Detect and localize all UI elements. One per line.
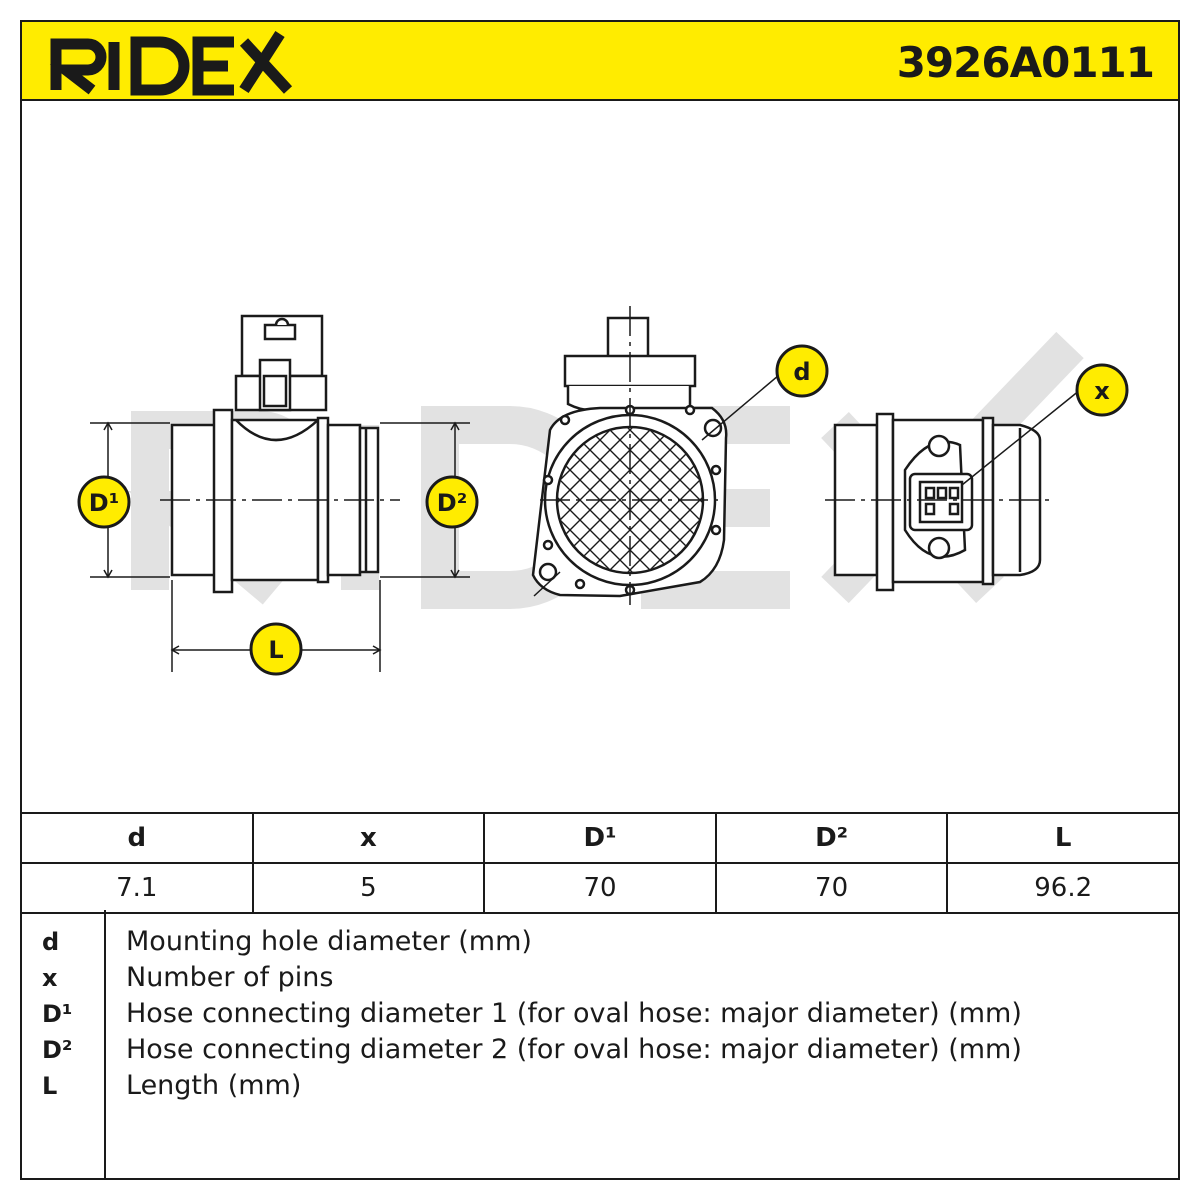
legend-key: D¹: [42, 1000, 73, 1028]
callout-d1: D¹: [77, 475, 131, 529]
spec-header-d: d: [20, 812, 254, 864]
spec-value-d: 7.1: [20, 862, 254, 914]
legend-desc: Hose connecting diameter 1 (for oval hos…: [126, 998, 1022, 1029]
spec-header-l: L: [946, 812, 1180, 864]
part-number: 3926A0111: [896, 38, 1155, 87]
legend-key: D²: [42, 1036, 73, 1064]
header-bar: 3926A0111: [20, 20, 1180, 101]
ridex-logo: [49, 31, 293, 96]
spec-value-d1: 70: [483, 862, 717, 914]
spec-table: d x D¹ D² L 7.1 5 70 70 96.2: [20, 812, 1180, 914]
side-view-dimensions: [90, 421, 470, 672]
callout-d2-label: D²: [437, 489, 467, 517]
legend-key: x: [42, 964, 58, 992]
callout-d-label: d: [793, 358, 810, 386]
spec-value-x: 5: [251, 862, 486, 914]
legend-key-column: [22, 910, 106, 1178]
spec-header-d1: D¹: [483, 812, 717, 864]
callout-d2: D²: [425, 475, 479, 529]
spec-value-row: 7.1 5 70 70 96.2: [20, 862, 1180, 914]
connector-view-lines: [825, 389, 1081, 501]
front-view-lines: [533, 306, 786, 605]
legend-desc: Hose connecting diameter 2 (for oval hos…: [126, 1034, 1022, 1065]
legend-desc: Number of pins: [126, 962, 334, 993]
technical-drawing: D¹ D² L d x: [77, 306, 1129, 676]
legend-desc: Mounting hole diameter (mm): [126, 926, 532, 957]
callout-l: L: [249, 622, 303, 676]
legend: d Mounting hole diameter (mm) x Number o…: [20, 910, 1180, 1180]
callout-l-label: L: [268, 636, 283, 664]
connector-view: [833, 412, 1042, 592]
spec-header-d2: D²: [714, 812, 949, 864]
spec-header-x: x: [251, 812, 486, 864]
callout-d1-label: D¹: [89, 489, 119, 517]
side-view: [170, 314, 380, 594]
legend-desc: Length (mm): [126, 1070, 302, 1101]
spec-value-l: 96.2: [946, 862, 1180, 914]
spec-header-row: d x D¹ D² L: [20, 812, 1180, 864]
callout-d: d: [775, 344, 829, 398]
spec-value-d2: 70: [714, 862, 949, 914]
legend-key: L: [42, 1072, 58, 1100]
legend-key: d: [42, 928, 60, 956]
callout-x-label: x: [1094, 377, 1110, 405]
callout-x: x: [1075, 363, 1129, 417]
